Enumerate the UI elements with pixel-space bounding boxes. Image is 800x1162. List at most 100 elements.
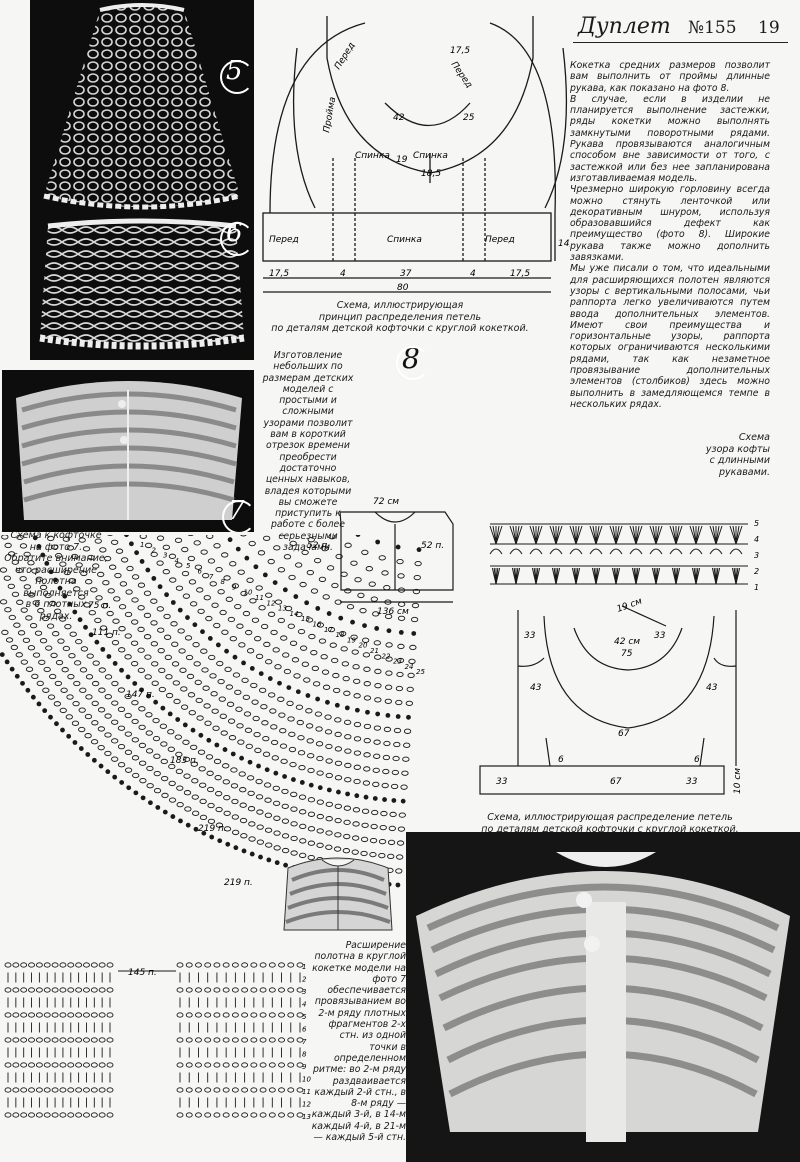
scheme-right-strip-67: 67: [610, 777, 622, 787]
scheme-right-dim-6a: 6: [558, 755, 564, 765]
bottom-dim-4-left: 4: [340, 269, 346, 279]
magazine-header: Дуплет №155 19: [568, 12, 793, 43]
scheme-top-dim-19: 19: [396, 155, 408, 165]
chart7-row-number: 4: [175, 557, 179, 565]
bottom-chart-row-number: 1: [302, 963, 306, 971]
chart7-row-number: 7: [209, 573, 214, 581]
expansion-text: Расширение полотна в круглой кокетке мод…: [311, 940, 406, 1144]
bottom-dim-80: 80: [397, 283, 409, 293]
small-scheme-bottom: 136 см: [377, 607, 409, 615]
photo-6-image: [39, 218, 245, 350]
scheme-right-dim-19: 19 см: [616, 598, 644, 615]
chart7-row-number: 9: [232, 583, 237, 591]
pattern-row-4: 4: [754, 535, 759, 544]
chart7-stitch-count: 111 п.: [92, 628, 121, 638]
scheme-top-dim-25: 25: [463, 113, 475, 123]
bottom-chart-row-number: 6: [302, 1026, 307, 1034]
photo-cardigan-closeup: [406, 832, 800, 1162]
small-scheme-right: 52 п.: [421, 541, 444, 551]
scheme-right-dim-43b: 43: [706, 683, 718, 693]
chart7-row-number: 17: [324, 626, 333, 634]
chart7-row-number: 11: [255, 594, 264, 602]
chart7-row-number: 21: [370, 647, 379, 655]
scheme-right-dim-33a: 33: [524, 631, 536, 641]
scheme-top-front-left: Перед: [333, 41, 357, 72]
chart7-row-number: 22: [382, 652, 391, 660]
magazine-title: Дуплет: [578, 14, 671, 39]
pattern-row-2: 2: [754, 567, 759, 576]
cardigan-sketch: [283, 857, 393, 931]
chart7-row-number: 24: [405, 663, 414, 671]
scheme-right-dim-33b: 33: [654, 631, 666, 641]
bottom-chart-row-number: 5: [302, 1013, 307, 1021]
bottom-dim-4-right: 4: [470, 269, 476, 279]
chart7-stitch-count: 219 п.: [224, 878, 253, 888]
chart7-row-number: 15: [301, 615, 310, 623]
page-number: 19: [758, 18, 780, 38]
photo-7-image: [16, 381, 242, 520]
scheme-top-dim-42: 42: [393, 113, 405, 123]
small-body-schematic: 72 см 52 п. 52 п. 136 см: [307, 497, 454, 615]
bottom-chart-row-number: 3: [302, 988, 306, 996]
chart7-row-number: 25: [416, 668, 425, 676]
chart7-stitch-count: 219 п.: [198, 824, 227, 834]
scheme-top-back-right: Спинка: [413, 151, 448, 161]
bottom-chart-row-number: 9: [302, 1063, 307, 1071]
scheme-right-yoke: 19 см 42 см 75 33 33 43 43 67 6 6 33 67 …: [479, 598, 743, 795]
chart7-stitch-count: 147 п.: [126, 690, 155, 700]
scheme-top-dim-17-5: 17,5: [450, 46, 470, 56]
bottom-chart-row-number: 2: [302, 976, 307, 984]
scheme-right-strip-33a: 33: [496, 777, 508, 787]
scheme-top-armhole: Пройма: [322, 96, 338, 133]
chart7-stitch-count: 75 п.: [88, 601, 111, 611]
chart7-row-number: 23: [393, 658, 402, 666]
sweater-pattern-caption: Схема узора кофты с длинными рукавами.: [705, 432, 770, 478]
scheme-top-dim-14-5: 14,5: [558, 239, 570, 249]
scheme-top-back-left: Спинка: [355, 151, 390, 161]
chart7-row-number: 14: [290, 610, 299, 618]
scheme-top-yoke: Перед Перед Пройма Спинка Спинка 17,5 25…: [262, 16, 570, 293]
chart7-row-number: 10: [244, 589, 253, 597]
chart7-row-number: 16: [313, 621, 322, 629]
strip-front-left: Перед: [269, 235, 299, 245]
scheme-top-front-right: Перед: [449, 60, 474, 90]
small-scheme-left: 52 п.: [307, 541, 330, 551]
photo-7-striped-cardigan: 7: [2, 370, 254, 532]
photo-5-number: 5: [220, 56, 254, 94]
chart7-row-number: 20: [359, 642, 368, 650]
strip-back: Спинка: [387, 235, 422, 245]
bottom-dim-17-5-left: 17,5: [269, 269, 289, 279]
chart7-row-number: 8: [221, 578, 226, 586]
scheme-right-strip-33b: 33: [686, 777, 698, 787]
scheme-right-dim-6b: 6: [694, 755, 700, 765]
scheme-right-dim-67: 67: [618, 729, 630, 739]
scheme-top-caption: Схема, иллюстрирующая принцип распределе…: [271, 300, 529, 334]
scheme-right-dim-42: 42 см: [614, 637, 640, 647]
bottom-chart-row-number: 4: [302, 1001, 306, 1009]
chart7-row-number: 12: [267, 599, 276, 607]
bottom-dim-37: 37: [400, 269, 412, 279]
pattern-row-3: 3: [754, 551, 759, 560]
photo-6-number: 6: [220, 218, 254, 256]
chart7-stitch-count: 183 п.: [170, 756, 199, 766]
yoke-crochet-chart: 1234567891011121314151617181920212223242…: [0, 535, 425, 888]
scheme-right-caption: Схема, иллюстрирующая распределение пете…: [481, 812, 739, 835]
article-text-middle: Изготовление небольших по размерам детск…: [262, 350, 354, 554]
chart7-row-number: 2: [152, 546, 157, 554]
photo-5-crochet-yoke: 5: [30, 0, 254, 212]
photo-8-number: 8: [396, 342, 430, 380]
scheme-right-dim-10: 10 см: [733, 768, 743, 794]
bottom-chart-row-number: 13: [302, 1113, 311, 1121]
bottom-dim-17-5-right: 17,5: [510, 269, 530, 279]
scheme-right-dim-75: 75: [621, 649, 633, 659]
bottom-chart-row-number: 7: [302, 1038, 307, 1046]
strip-front-right: Перед: [485, 235, 515, 245]
pattern-row-5: 5: [754, 519, 759, 528]
photo-cardigan-image: [406, 832, 800, 1162]
chart7-row-number: 13: [278, 605, 287, 613]
chart7-row-number: 19: [347, 636, 356, 644]
pattern-row-1: 1: [754, 583, 759, 592]
issue-number: №155: [688, 18, 737, 38]
chart7-row-number: 18: [336, 631, 345, 639]
